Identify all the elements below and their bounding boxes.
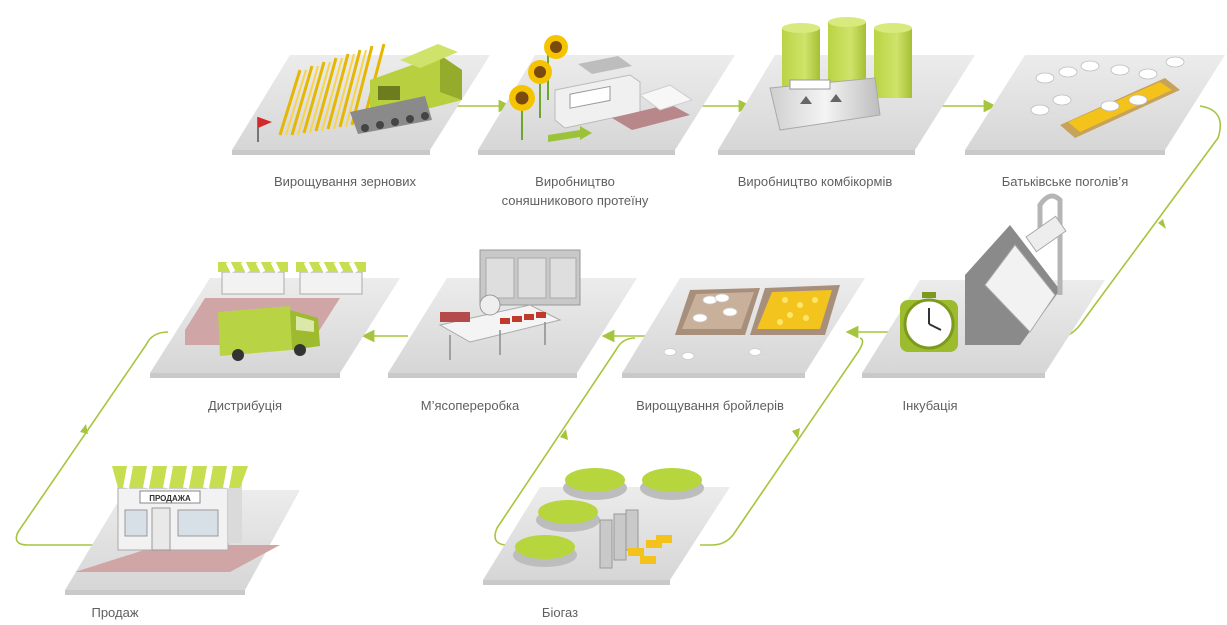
- label-biogas: Біогаз: [541, 605, 579, 620]
- label-feed: Виробництво комбікормів: [737, 174, 893, 189]
- meat-processing-icon: [438, 249, 581, 360]
- biogas-plant-icon: [513, 468, 704, 569]
- combine-harvester-icon: [350, 44, 462, 134]
- timer-clock-icon: [900, 292, 958, 352]
- delivery-truck-icon: [218, 306, 320, 361]
- label-incubation: Інкубація: [902, 398, 958, 413]
- protein-plant-icon: [554, 56, 694, 130]
- label-grain: Вирощування зернових: [273, 174, 417, 189]
- broiler-house-icon: [663, 285, 840, 360]
- label-broilers: Вирощування бройлерів: [636, 398, 784, 413]
- sunflower-icon: [509, 35, 592, 142]
- flow-broilers-biogas-loop: [494, 337, 636, 546]
- platform-parent: [965, 55, 1225, 150]
- label-sunflower-protein: Виробництво соняшникового протеїну: [501, 174, 649, 208]
- incubator-icon: [965, 193, 1067, 345]
- label-meat-processing: М’ясопереробка: [420, 398, 520, 413]
- flow-distribution-to-sales: [15, 331, 169, 546]
- distribution-icon: [185, 260, 366, 361]
- label-distribution: Дистрибуція: [207, 398, 283, 413]
- shop-awning-right-icon: [296, 260, 366, 295]
- label-sales: Продаж: [91, 605, 139, 620]
- store-sign-text: ПРОДАЖА: [149, 494, 191, 503]
- feed-silos-icon: [769, 17, 912, 131]
- store-icon: ПРОДАЖА: [75, 465, 280, 572]
- shop-awning-left-icon: [218, 260, 288, 295]
- label-parent-stock: Батьківське поголів’я: [1001, 174, 1129, 189]
- parent-stock-icon: [1030, 56, 1185, 138]
